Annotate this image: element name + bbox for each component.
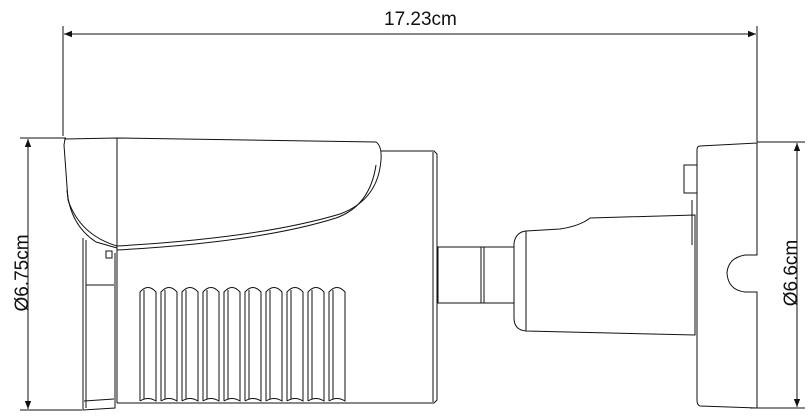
cooling-fin [286, 287, 304, 402]
length-dimension-line [62, 26, 758, 142]
cooling-fin [181, 287, 199, 402]
cooling-fin [139, 287, 157, 402]
length-label: 17.23cm [384, 9, 457, 30]
cooling-fin [223, 287, 241, 402]
cooling-fin [307, 287, 325, 402]
lens-ring [82, 238, 116, 411]
bracket-neck [437, 246, 515, 304]
camera-body [117, 150, 438, 404]
mount-diameter-label: Ø6.6cm [781, 239, 802, 307]
wall-mount [683, 142, 758, 409]
cooling-fin [265, 287, 283, 402]
front-diameter-label: Ø6.75cm [12, 234, 33, 312]
sun-hood [63, 137, 382, 403]
cooling-fins [139, 287, 346, 402]
cooling-fin [160, 287, 178, 402]
front-diameter-dimension-line [20, 137, 82, 411]
cooling-fin [328, 287, 346, 402]
mount-diameter-dimension-line [750, 141, 805, 409]
bracket-arm [513, 214, 696, 336]
cooling-fin [244, 287, 262, 402]
cooling-fin [202, 287, 220, 402]
